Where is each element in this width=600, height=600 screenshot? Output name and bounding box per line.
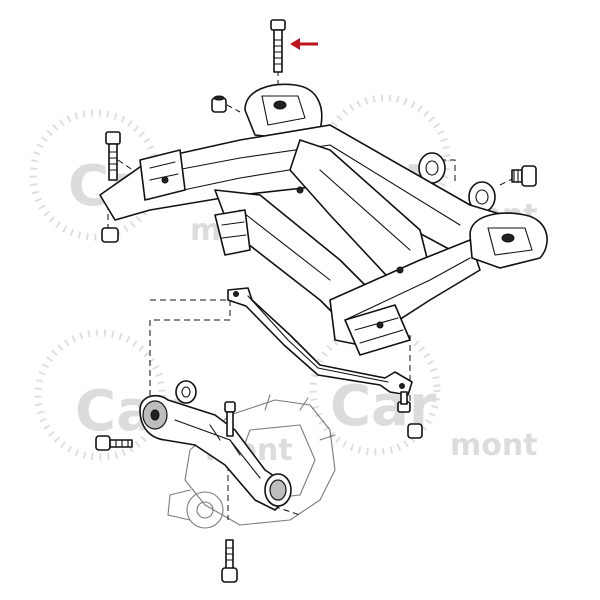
bolt-left-vertical xyxy=(105,131,121,181)
differential-mount-bracket xyxy=(139,394,292,511)
stud-diff-top xyxy=(224,401,236,437)
pointer-arrow-icon xyxy=(290,38,318,50)
bushing-right-2 xyxy=(468,181,496,213)
bushing-right-1 xyxy=(418,152,446,184)
nut-right-lower xyxy=(407,423,423,439)
bolt-diff-bottom xyxy=(221,539,238,583)
watermark-brand-bottom: mont xyxy=(450,428,538,463)
rear-subframe xyxy=(99,83,548,356)
bolt-right-horizontal xyxy=(511,165,537,187)
bolt-right-lower xyxy=(397,391,411,413)
top-bolt xyxy=(270,19,286,73)
bushing-diff-top xyxy=(175,380,197,404)
bolt-diff-left xyxy=(95,435,133,451)
watermark-bottom-right: Car mont xyxy=(309,324,538,463)
tie-bar xyxy=(227,287,413,396)
differential-outline xyxy=(167,394,336,529)
nut-left-lower xyxy=(101,227,119,243)
nut-upper-left xyxy=(211,95,227,113)
